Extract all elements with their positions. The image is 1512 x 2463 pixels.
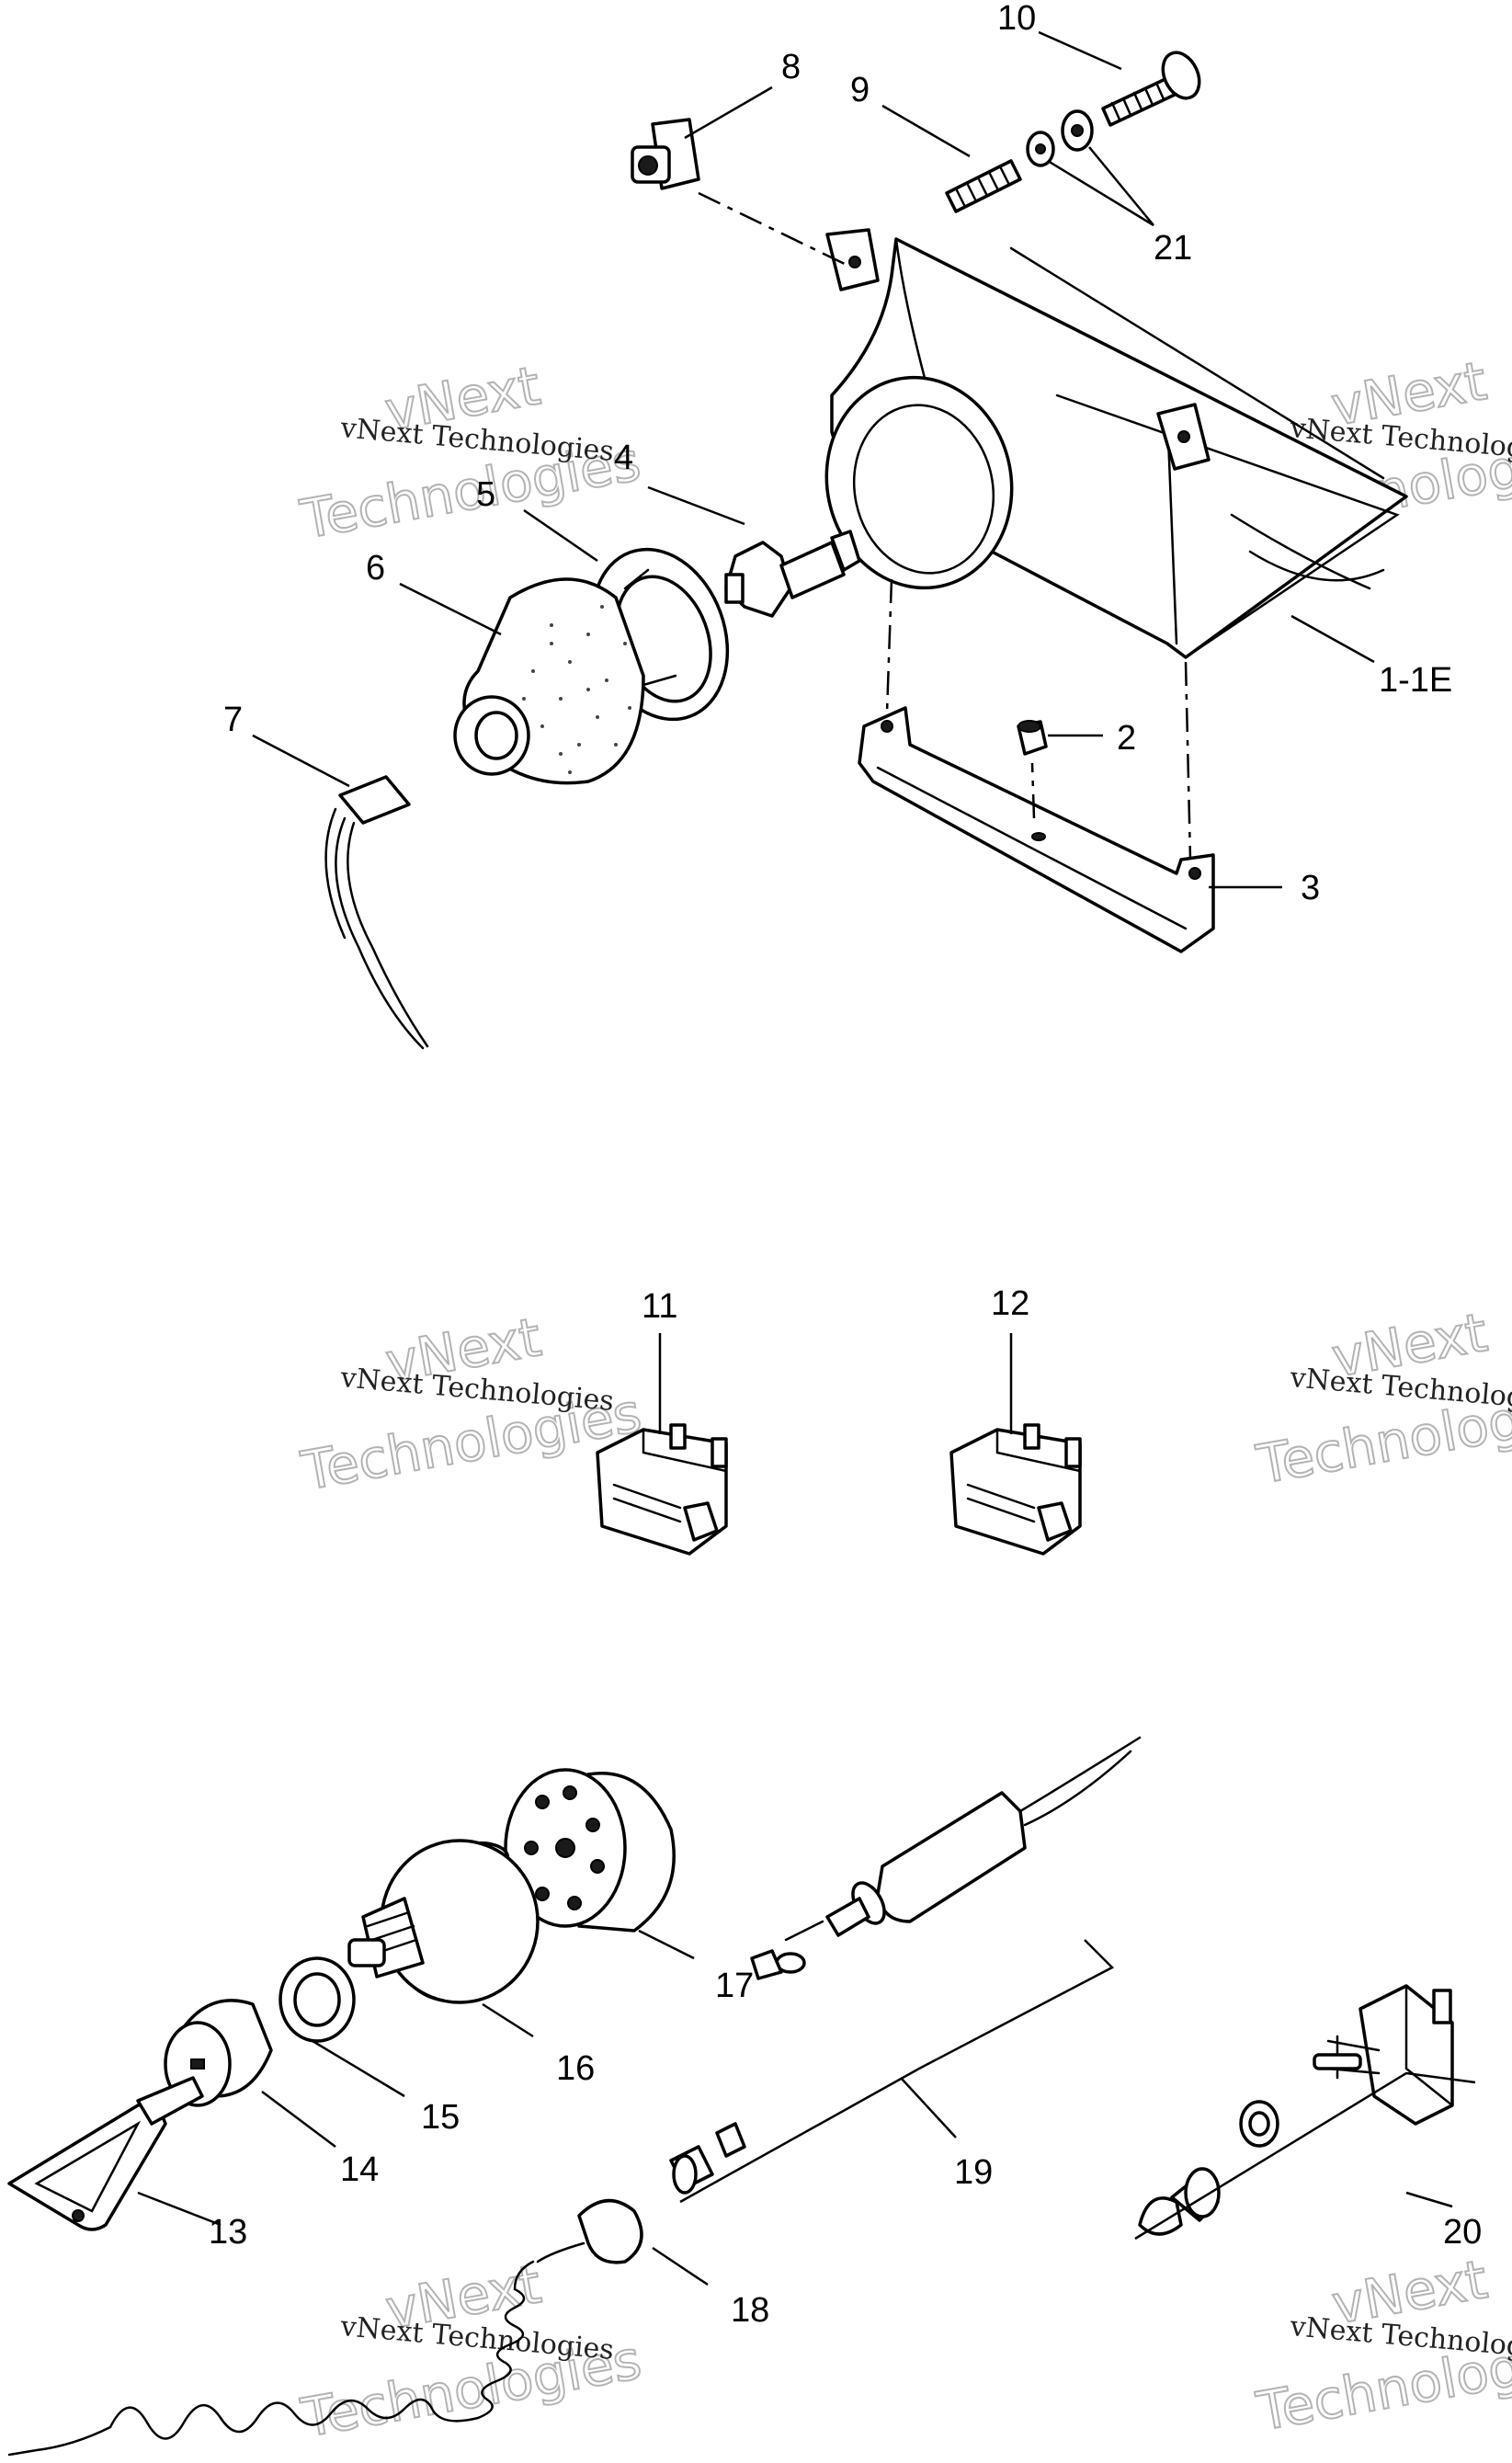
- part-toggle-switch: [1138, 1984, 1454, 2236]
- alignment-lines-top: [698, 191, 1192, 861]
- label-21: 21: [1154, 229, 1192, 268]
- part-spring: [945, 159, 1022, 213]
- part-ring-nut: [279, 1956, 356, 2043]
- lanyard-coil: [7, 2260, 535, 2457]
- cap-holes: [524, 1785, 605, 1910]
- part-washers: [1026, 109, 1094, 167]
- part-housing: [824, 228, 1408, 659]
- label-15: 15: [421, 2098, 460, 2137]
- part-wire-connector: [324, 775, 429, 1050]
- label-19: 19: [954, 2153, 993, 2192]
- part-key: [7, 2076, 204, 2231]
- part-ignition-switch: [347, 1839, 540, 2004]
- part-lanyard: [7, 2198, 643, 2457]
- part-screw: [1101, 51, 1201, 127]
- label-4: 4: [614, 439, 633, 477]
- part-boot: [164, 1999, 273, 2107]
- label-6: 6: [366, 549, 385, 587]
- label-11: 11: [642, 1287, 677, 1326]
- label-18: 18: [731, 2291, 769, 2330]
- label-10: 10: [997, 0, 1036, 38]
- label-1-1e: 1-1E: [1379, 661, 1452, 700]
- label-12: 12: [991, 1284, 1029, 1323]
- part-nut: [1017, 720, 1048, 756]
- label-13: 13: [209, 2213, 247, 2252]
- reflector-texture: [522, 605, 631, 774]
- label-16: 16: [556, 2049, 595, 2088]
- watermark-group: vNext Technologies vNext Technologies vN…: [295, 348, 1512, 2450]
- label-9: 9: [850, 71, 870, 109]
- part-rocker-switch-12: [949, 1423, 1082, 1556]
- label-8: 8: [781, 48, 801, 86]
- label-5: 5: [476, 475, 495, 514]
- part-bulb: [724, 530, 861, 618]
- label-7: 7: [223, 701, 243, 739]
- part-clip-nut: [631, 118, 700, 190]
- label-2: 2: [1117, 719, 1136, 758]
- part-reflector: [453, 577, 645, 785]
- label-20: 20: [1443, 2213, 1482, 2252]
- part-cover-cap: [504, 1768, 676, 1933]
- label-3: 3: [1301, 869, 1320, 907]
- label-14: 14: [340, 2150, 379, 2189]
- callout-labels: 1-1E 2 3 4 5 6 7 8 9 10 21 11 12 13 14 1…: [209, 0, 1482, 2330]
- label-17: 17: [715, 1967, 754, 2005]
- part-bracket: [858, 706, 1215, 953]
- leader-lines: [137, 30, 1476, 2286]
- part-fuse-holder: [669, 1736, 1142, 2195]
- part-rocker-switch-11: [596, 1423, 728, 1556]
